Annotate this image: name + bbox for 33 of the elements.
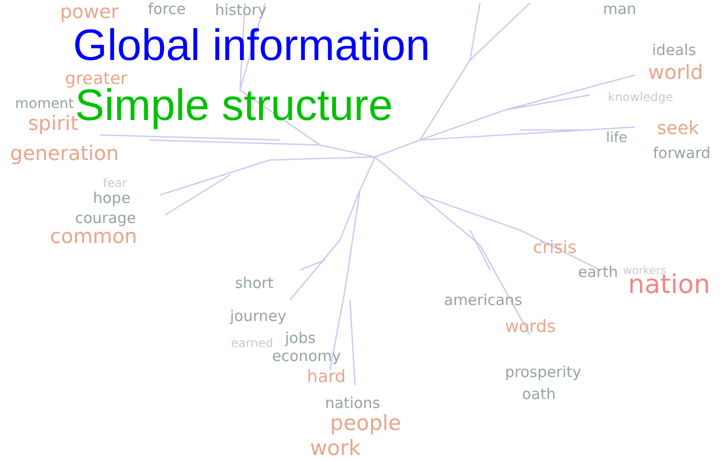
word-label: moment	[15, 97, 74, 111]
word-label: people	[330, 413, 402, 434]
word-label: common	[50, 226, 138, 246]
word-label: americans	[444, 293, 522, 308]
word-label: force	[148, 2, 186, 17]
word-label: jobs	[285, 331, 316, 346]
word-label: journey	[230, 309, 286, 324]
word-label: crisis	[533, 240, 576, 257]
word-label: knowledge	[608, 91, 674, 103]
word-label: workers	[623, 265, 666, 276]
word-label: man	[603, 2, 636, 17]
word-label: forward	[653, 146, 711, 161]
word-label: fear	[103, 177, 127, 189]
word-label: world	[648, 62, 704, 82]
word-label: life	[606, 131, 628, 145]
word-label: short	[235, 276, 274, 291]
word-label: earned	[231, 337, 274, 349]
word-label: economy	[272, 349, 341, 364]
word-label: hope	[93, 191, 130, 206]
word-label: generation	[10, 143, 119, 163]
word-label: words	[505, 319, 556, 336]
word-label: hard	[307, 369, 346, 386]
overlay-heading: Global information	[73, 24, 430, 68]
word-label: ideals	[652, 43, 696, 58]
word-label: oath	[522, 387, 556, 402]
word-label: seek	[657, 120, 699, 138]
word-label: history	[215, 3, 267, 18]
word-label: courage	[75, 211, 136, 226]
word-label: earth	[578, 265, 618, 280]
word-label: prosperity	[505, 365, 582, 380]
word-label: nations	[325, 396, 380, 411]
word-label: power	[60, 3, 119, 22]
word-label: work	[310, 438, 361, 459]
